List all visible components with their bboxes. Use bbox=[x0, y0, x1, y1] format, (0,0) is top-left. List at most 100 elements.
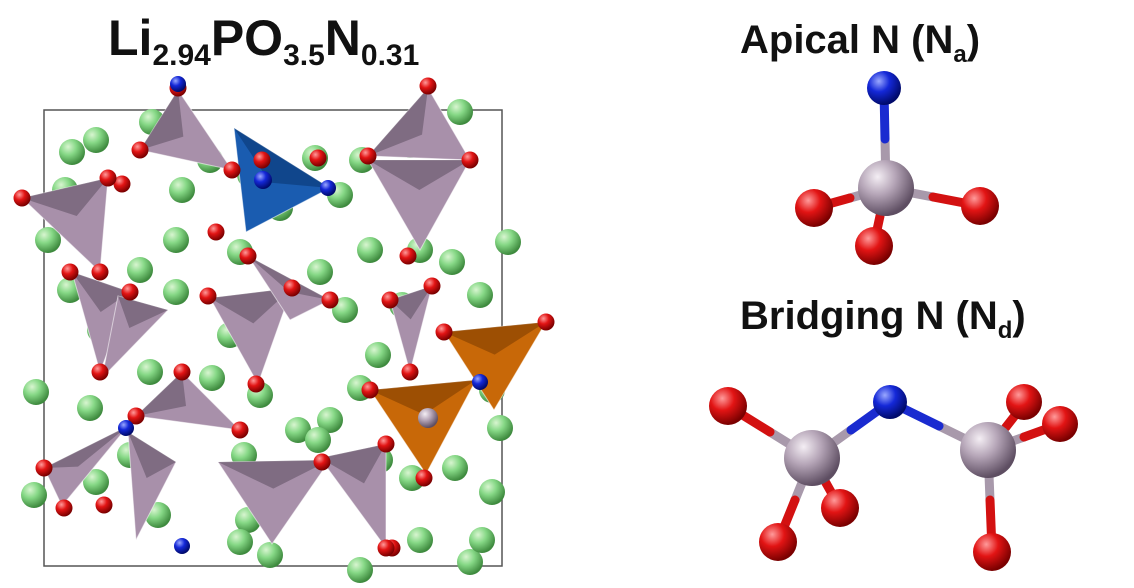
bridging-title-close: ) bbox=[1012, 294, 1026, 338]
oxygen-atom bbox=[283, 279, 301, 297]
po4-tetrahedron-shade bbox=[368, 160, 470, 190]
nitrogen-atom bbox=[118, 420, 134, 436]
oxygen-atom bbox=[423, 277, 441, 295]
li-atom bbox=[77, 395, 103, 421]
bridge-oxygen bbox=[1006, 384, 1042, 420]
oxygen-atom bbox=[173, 363, 191, 381]
po4-tetrahedron-shade bbox=[390, 286, 432, 320]
oxygen-atom bbox=[91, 263, 109, 281]
oxygen-atom bbox=[207, 223, 225, 241]
nitrogen-atom bbox=[170, 76, 186, 92]
po4-tetrahedron-shade bbox=[218, 460, 330, 489]
po4-tetrahedron-shade bbox=[72, 272, 130, 312]
oxygen-atom bbox=[231, 421, 249, 439]
oxygen-atom bbox=[377, 539, 395, 557]
formula-li: Li bbox=[108, 10, 153, 66]
li-atom bbox=[83, 469, 109, 495]
oxygen-atom bbox=[199, 287, 217, 305]
oxygen-atom bbox=[381, 291, 399, 309]
formula-n: N bbox=[324, 10, 361, 66]
po4-tetrahedron bbox=[43, 425, 129, 507]
po4-tetrahedron-shade bbox=[140, 90, 184, 150]
po4-tetrahedron bbox=[20, 177, 109, 274]
po4-tetrahedron-shade bbox=[118, 296, 168, 328]
li-atom bbox=[285, 417, 311, 443]
po4-tetrahedron bbox=[367, 159, 471, 252]
po4-tetrahedron-shade bbox=[248, 256, 330, 300]
apical-title-close: ) bbox=[966, 18, 981, 62]
oxygen-atom bbox=[419, 77, 437, 95]
oxygen-atom bbox=[399, 247, 417, 265]
formula-po: PO bbox=[210, 10, 284, 66]
po4-tetrahedron-shade bbox=[44, 426, 128, 468]
oxygen-atom bbox=[361, 381, 379, 399]
apical-n-molecule bbox=[795, 71, 999, 265]
po4-tetrahedron bbox=[127, 431, 177, 542]
po4-tetrahedron-shade bbox=[210, 288, 292, 324]
apical-phosphorus bbox=[858, 160, 914, 216]
li-atom bbox=[35, 227, 61, 253]
oxygen-atom bbox=[401, 363, 419, 381]
bridge-phosphorus bbox=[784, 430, 840, 486]
oxygen-atom bbox=[113, 175, 131, 193]
bridging-tetrahedron-left-shade bbox=[370, 380, 476, 415]
oxygen-atom bbox=[461, 151, 479, 169]
apical-tetrahedron-shade bbox=[234, 128, 330, 188]
bridging-n-molecule bbox=[709, 384, 1078, 571]
nitrogen-atom bbox=[320, 180, 336, 196]
oxygen-atom bbox=[99, 169, 117, 187]
apical-nitrogen bbox=[867, 71, 901, 105]
oxygen-atom bbox=[309, 149, 327, 167]
li-atom bbox=[199, 365, 225, 391]
li-atom bbox=[257, 542, 283, 568]
apical-oxygen bbox=[855, 227, 893, 265]
bridge-nitrogen bbox=[873, 385, 907, 419]
li-atom bbox=[169, 177, 195, 203]
formula-o-subscript: 3.5 bbox=[283, 39, 325, 72]
li-atom bbox=[365, 342, 391, 368]
li-atom bbox=[487, 415, 513, 441]
oxygen-atom bbox=[359, 147, 377, 165]
li-atom bbox=[479, 479, 505, 505]
oxygen-atom bbox=[321, 291, 339, 309]
formula-li-subscript: 2.94 bbox=[152, 39, 211, 72]
li-atom bbox=[227, 529, 253, 555]
po4-tetrahedron bbox=[209, 287, 293, 386]
formula-title: Li2.94PO3.5N0.31 bbox=[108, 6, 419, 78]
nitrogen-atom bbox=[174, 538, 190, 554]
oxygen-atom bbox=[253, 151, 271, 169]
oxygen-atom bbox=[537, 313, 555, 331]
po4-tetrahedron bbox=[319, 443, 387, 550]
li-atom bbox=[495, 229, 521, 255]
li-atom bbox=[317, 407, 343, 433]
apical-title-text: Apical N (N bbox=[740, 18, 954, 62]
oxygen-atom bbox=[13, 189, 31, 207]
bridging-tetrahedron-right bbox=[443, 321, 547, 411]
li-atom bbox=[163, 279, 189, 305]
oxygen-atom bbox=[377, 435, 395, 453]
li-atom bbox=[59, 139, 85, 165]
bridging-title-subscript: d bbox=[997, 317, 1013, 344]
po4-tetrahedron-shade bbox=[320, 444, 386, 484]
bridge-oxygen bbox=[759, 523, 797, 561]
po4-tetrahedron bbox=[134, 371, 242, 431]
li-atom bbox=[442, 455, 468, 481]
apical-oxygen bbox=[795, 189, 833, 227]
po4-tetrahedron-shade bbox=[368, 88, 428, 156]
oxygen-atom bbox=[247, 375, 265, 393]
bridging-title-text: Bridging N (N bbox=[740, 294, 998, 338]
apical-oxygen bbox=[961, 187, 999, 225]
li-atom bbox=[332, 297, 358, 323]
oxygen-atom bbox=[131, 141, 149, 159]
po4-tetrahedron-shade bbox=[136, 372, 186, 416]
li-atom bbox=[163, 227, 189, 253]
li-atom bbox=[457, 549, 483, 575]
bridge-phosphorus bbox=[960, 422, 1016, 478]
oxygen-atom bbox=[435, 323, 453, 341]
bridging-n-title: Bridging N (Nd) bbox=[740, 290, 1026, 348]
li-atom bbox=[137, 359, 163, 385]
li-atom bbox=[21, 482, 47, 508]
po4-tetrahedron-shade bbox=[22, 178, 108, 216]
li-atom bbox=[305, 427, 331, 453]
